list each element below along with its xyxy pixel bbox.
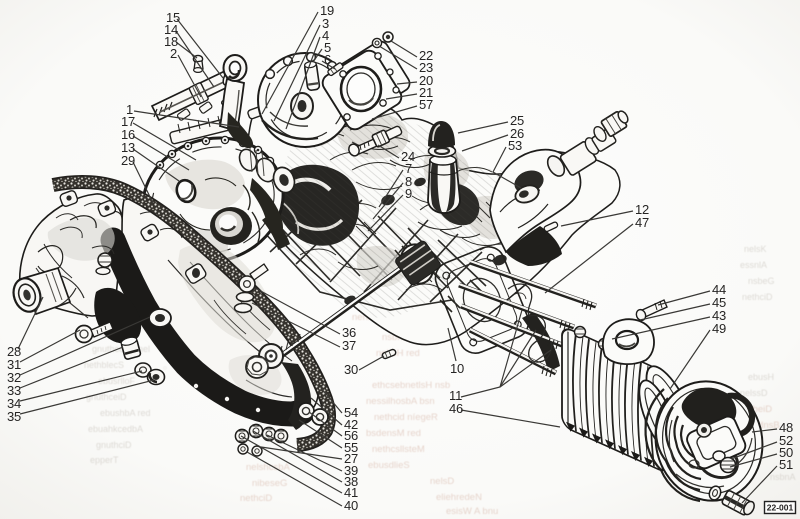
svg-text:23: 23: [419, 60, 433, 75]
svg-text:24: 24: [401, 149, 415, 164]
svg-text:eliehredeN: eliehredeN: [436, 492, 482, 503]
svg-text:19: 19: [320, 3, 334, 18]
svg-text:9: 9: [405, 186, 412, 201]
svg-text:48: 48: [779, 420, 793, 435]
svg-text:51: 51: [779, 457, 793, 472]
svg-text:50: 50: [779, 445, 793, 460]
svg-text:16: 16: [121, 127, 135, 142]
svg-text:nsbnD: nsbnD: [382, 332, 410, 343]
svg-text:17: 17: [121, 114, 135, 129]
svg-text:nethciD: nethciD: [240, 493, 272, 504]
svg-text:nelsK: nelsK: [744, 244, 767, 254]
svg-text:nsdnsB: nsdnsB: [748, 420, 780, 431]
svg-text:40: 40: [344, 498, 358, 513]
svg-text:nibeseG: nibeseG: [252, 478, 287, 489]
svg-text:6: 6: [324, 52, 331, 67]
svg-text:12: 12: [635, 202, 649, 217]
svg-text:21: 21: [419, 85, 433, 100]
svg-text:39: 39: [344, 463, 358, 478]
svg-text:30: 30: [344, 362, 358, 377]
svg-text:29: 29: [121, 153, 135, 168]
svg-text:15: 15: [166, 10, 180, 25]
svg-text:4: 4: [322, 28, 329, 43]
svg-text:nethcsllsteM: nethcsllsteM: [372, 444, 425, 455]
svg-text:10: 10: [450, 361, 464, 376]
svg-text:nsbnA: nsbnA: [770, 472, 796, 482]
svg-text:22-001: 22-001: [767, 503, 794, 513]
svg-text:5: 5: [324, 40, 331, 55]
svg-text:56: 56: [344, 428, 358, 443]
svg-text:bsdensM red: bsdensM red: [366, 428, 421, 439]
svg-text:ethcsebnetlsH nsb: ethcsebnetlsH nsb: [372, 380, 450, 391]
svg-text:41: 41: [344, 485, 358, 500]
svg-text:22: 22: [419, 48, 433, 63]
svg-text:37: 37: [342, 338, 356, 353]
svg-text:26: 26: [510, 126, 524, 141]
svg-text:nelshcsbA: nelshcsbA: [246, 462, 290, 473]
svg-text:nethblecS: nethblecS: [84, 360, 124, 370]
svg-text:45: 45: [712, 295, 726, 310]
svg-text:gnuthceiD: gnuthceiD: [86, 392, 127, 402]
svg-text:gnuthceiG mel: gnuthceiG mel: [92, 344, 150, 354]
svg-text:3: 3: [322, 16, 329, 31]
svg-text:57: 57: [419, 97, 433, 112]
svg-text:nethciD: nethciD: [742, 292, 773, 302]
svg-text:33: 33: [7, 383, 21, 398]
svg-text:nelsD: nelsD: [430, 476, 454, 487]
svg-text:11: 11: [449, 388, 462, 403]
svg-text:42: 42: [344, 417, 358, 432]
svg-text:8: 8: [405, 174, 412, 189]
svg-text:7: 7: [405, 161, 412, 176]
svg-text:25: 25: [510, 113, 524, 128]
svg-text:52: 52: [779, 433, 793, 448]
svg-text:nsbeG: nsbeG: [748, 276, 775, 286]
svg-text:nelssD: nelssD: [740, 388, 768, 398]
svg-text:nethcid níegeR: nethcid níegeR: [374, 412, 438, 423]
svg-text:43: 43: [712, 308, 726, 323]
svg-text:36: 36: [342, 325, 356, 340]
svg-text:13: 13: [121, 140, 135, 155]
svg-text:35: 35: [7, 409, 21, 424]
svg-text:14: 14: [164, 22, 178, 37]
svg-text:essnlA: essnlA: [740, 260, 767, 270]
svg-text:32: 32: [7, 370, 21, 385]
svg-text:nebeiD: nebeiD: [742, 404, 772, 415]
svg-text:27: 27: [344, 451, 358, 466]
svg-text:31: 31: [7, 357, 21, 372]
svg-text:38: 38: [344, 474, 358, 489]
svg-text:53: 53: [508, 138, 522, 153]
svg-text:epperT: epperT: [90, 455, 119, 465]
svg-text:2: 2: [170, 46, 177, 61]
svg-text:ebusdlieS: ebusdlieS: [368, 460, 410, 471]
svg-text:ebusrlloF: ebusrlloF: [98, 376, 136, 386]
svg-text:ebuahkcedbA: ebuahkcedbA: [88, 424, 143, 434]
svg-text:49: 49: [712, 321, 726, 336]
svg-text:55: 55: [344, 440, 358, 455]
svg-text:nessilhosbA bsn: nessilhosbA bsn: [366, 396, 435, 407]
svg-text:54: 54: [344, 405, 358, 420]
svg-text:18: 18: [164, 34, 178, 49]
svg-text:gnuthciD: gnuthciD: [96, 440, 132, 450]
svg-text:1: 1: [126, 102, 133, 117]
svg-text:ebusH: ebusH: [748, 372, 774, 382]
svg-text:esisW A bnu: esisW A bnu: [446, 506, 498, 517]
svg-text:44: 44: [712, 282, 726, 297]
svg-text:ebushbA red: ebushbA red: [100, 408, 151, 418]
svg-text:20: 20: [419, 73, 433, 88]
svg-text:28: 28: [7, 344, 21, 359]
svg-text:nebsH red: nebsH red: [376, 348, 420, 359]
svg-text:34: 34: [7, 396, 21, 411]
svg-text:46: 46: [449, 401, 463, 416]
svg-text:47: 47: [635, 215, 649, 230]
